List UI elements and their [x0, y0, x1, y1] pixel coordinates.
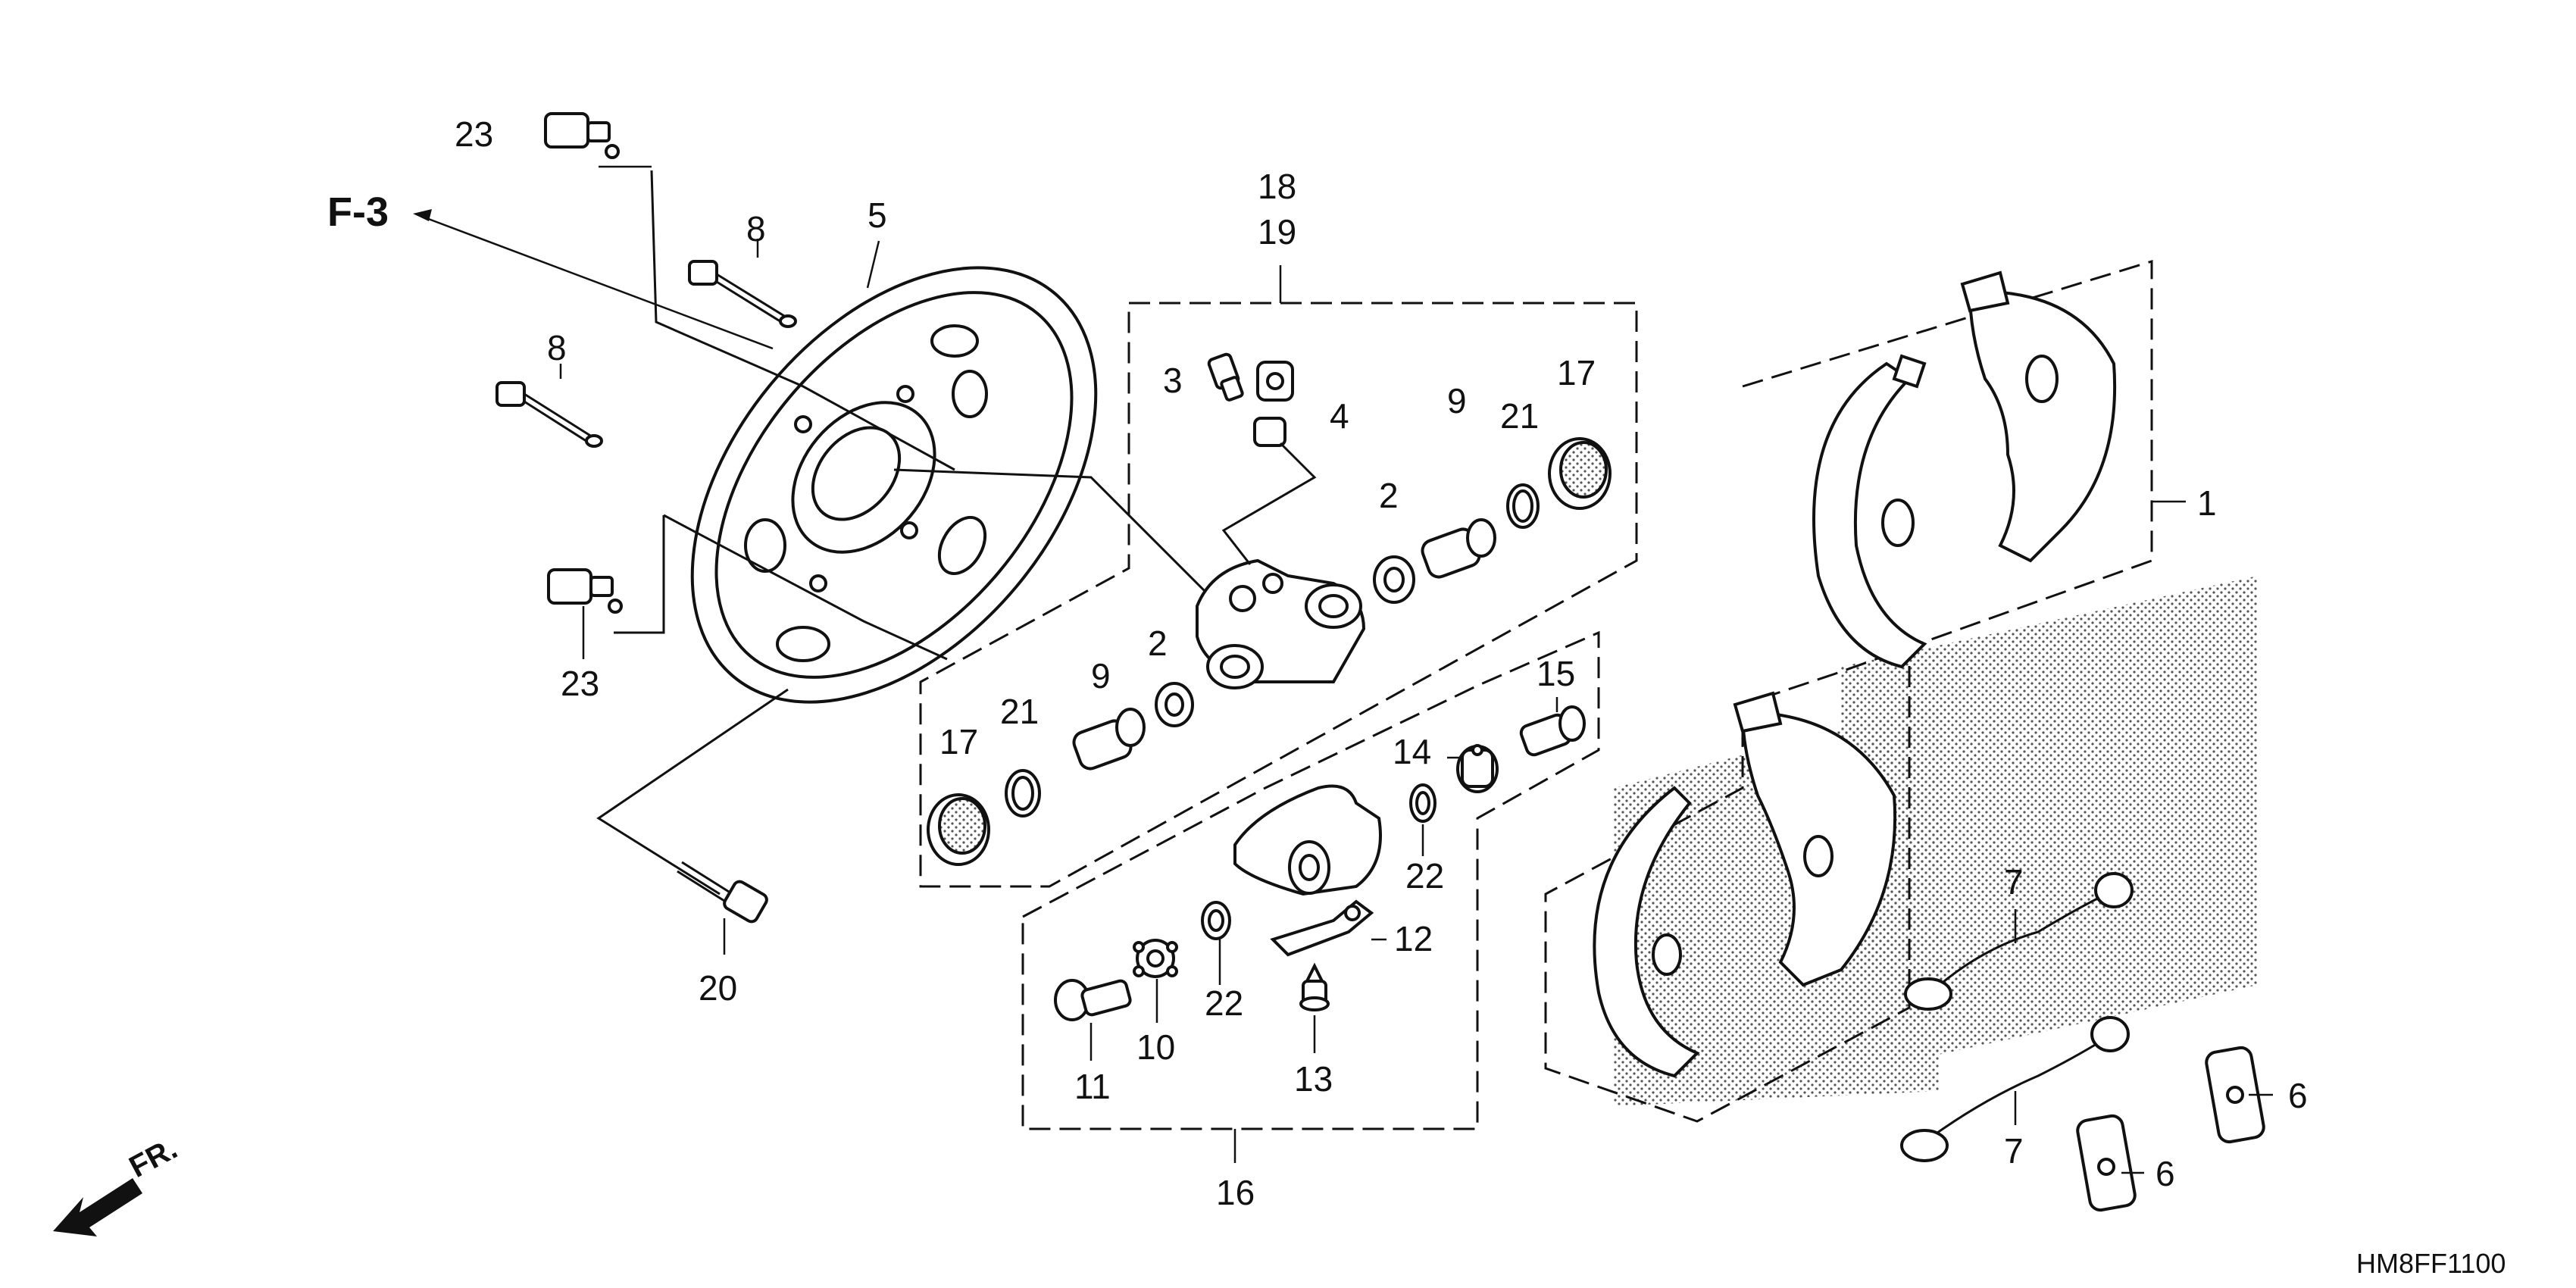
front-label: FR. [124, 1132, 183, 1184]
f3-arrowhead [413, 209, 432, 221]
bolt-23-upper [544, 112, 620, 159]
callout-2: 2 [1148, 624, 1168, 663]
seal-2-left [1155, 682, 1194, 727]
callout-9: 9 [1447, 381, 1467, 420]
piston-9-right [1421, 518, 1496, 579]
wheel-cylinder [1196, 558, 1366, 689]
spring-7-lower [1900, 1016, 2130, 1162]
reference-label-f3: F-3 [327, 189, 389, 235]
callout-6: 6 [2156, 1154, 2175, 1193]
washer-22-left [1201, 901, 1231, 940]
bolt-20 [677, 861, 768, 924]
seal-2-right [1373, 555, 1415, 604]
callout-15: 15 [1537, 654, 1575, 693]
shoe-lower-right [1733, 691, 1897, 987]
shading-zone [1841, 576, 2258, 1076]
shoe-lower-left [1593, 786, 1700, 1078]
group-16-outline [1021, 630, 1600, 1130]
callout-16: 16 [1216, 1173, 1255, 1212]
callout-10: 10 [1136, 1027, 1175, 1067]
callout-1: 1 [2197, 483, 2217, 523]
callout-7: 7 [2004, 862, 2024, 902]
callout-17: 17 [1557, 353, 1596, 392]
spring-7-upper [1904, 872, 2134, 1011]
callout-4: 4 [1330, 396, 1349, 436]
screw-11 [1054, 979, 1132, 1021]
ring-21-left [1005, 769, 1041, 818]
clip-6-right [2205, 1046, 2265, 1144]
callout-23: 23 [455, 114, 493, 154]
callout-6: 6 [2288, 1076, 2308, 1115]
callout-7: 7 [2004, 1131, 2024, 1171]
callout-21: 21 [1500, 396, 1539, 436]
piston-9-left [1072, 708, 1146, 771]
ring-21-right [1506, 483, 1540, 529]
washer-22-right [1409, 783, 1436, 823]
diagram-code: HM8FF1100 [2356, 1248, 2506, 1279]
callout-19: 19 [1258, 212, 1296, 252]
callout-22: 22 [1205, 983, 1243, 1023]
callout-3: 3 [1163, 361, 1183, 400]
callout-5: 5 [868, 195, 887, 235]
bleeder-screw-3 [1207, 352, 1244, 402]
adjuster-body [1233, 784, 1382, 896]
callout-18: 18 [1258, 167, 1296, 206]
shoe-upper-right [1960, 270, 2117, 563]
boot-17-right [1548, 437, 1612, 510]
adjuster-lock-12 [1270, 899, 1374, 957]
callout-9: 9 [1091, 656, 1111, 696]
boot-17-left [927, 793, 990, 866]
clip-6-lower [2076, 1114, 2137, 1212]
callout-20: 20 [699, 968, 737, 1008]
callout-14: 14 [1393, 732, 1431, 771]
bolt-8-lower [496, 381, 603, 448]
callout-17: 17 [939, 722, 978, 761]
callout-12: 12 [1394, 919, 1433, 958]
callout-2: 2 [1379, 476, 1399, 515]
callout-8: 8 [547, 328, 567, 367]
callout-13: 13 [1294, 1059, 1333, 1099]
bolt-8-upper [688, 260, 797, 328]
adjuster-wheel-10 [1133, 939, 1178, 978]
group-18-19-outline [919, 302, 1638, 888]
callout-8: 8 [746, 209, 766, 249]
adjuster-bolt-14 [1456, 744, 1499, 793]
callout-11: 11 [1074, 1067, 1111, 1106]
bleeder-cap-4 [1253, 361, 1294, 447]
adjuster-screw-15 [1519, 705, 1586, 757]
callout-21: 21 [1000, 692, 1039, 731]
front-direction-arrow [53, 1178, 142, 1236]
callout-23: 23 [561, 664, 599, 703]
bleeder-13 [1299, 962, 1330, 1011]
bolt-23-lower [547, 568, 623, 614]
callout-22: 22 [1405, 856, 1444, 896]
group-1-outline [1544, 259, 2153, 1123]
shoe-upper-left [1812, 354, 1927, 669]
